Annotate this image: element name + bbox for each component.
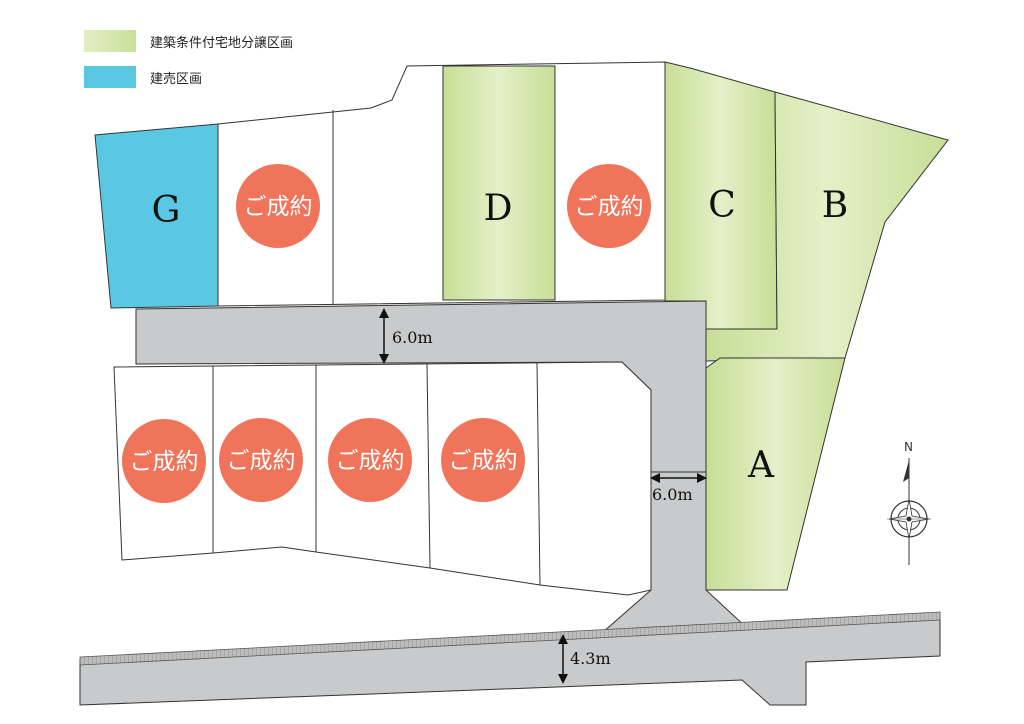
dimension-label: 6.0m: [652, 485, 693, 504]
sold-badge-text: ご成約: [244, 194, 313, 220]
dimension-upper-road: 6.0m: [379, 308, 433, 364]
dimensions: 6.0m 6.0m 4.3m: [379, 308, 707, 684]
lot-g: [94, 123, 219, 309]
sold-badge-circle: [122, 419, 206, 503]
sold-badge-circle: [219, 418, 303, 502]
compass-north-label: N: [904, 440, 913, 454]
legend-item-conditional: 建築条件付宅地分譲区画: [84, 30, 384, 52]
lot-label-d: D: [484, 188, 513, 229]
lot-d: [442, 65, 556, 301]
lot-divider-5: [536, 362, 541, 586]
compass-arrow-icon: [903, 460, 909, 482]
legend-item-ready-built: 建売区画: [84, 66, 384, 88]
legend-label-ready-built: 建売区画: [150, 72, 203, 87]
legend-swatch-ready-built: [84, 66, 136, 88]
compass: N: [887, 440, 931, 565]
legend-swatch-conditional: [84, 30, 136, 52]
sold-badge-text: ご成約: [449, 448, 518, 474]
upper-lots: [94, 61, 949, 591]
road-curb: [79, 611, 941, 666]
lot-label-g: G: [152, 190, 181, 231]
sold-badge-text: ご成約: [575, 194, 644, 220]
lot-labels: G D C B A: [152, 185, 849, 486]
road-main: [79, 615, 941, 706]
lot-label-b: B: [822, 185, 848, 226]
sold-badge-circle: [236, 164, 320, 248]
dimension-label: 6.0m: [392, 328, 433, 347]
sold-badge-circle: [567, 164, 651, 248]
legend-label-conditional: 建築条件付宅地分譲区画: [150, 36, 294, 51]
dimension-label: 4.3m: [570, 649, 611, 668]
lot-a: [705, 357, 846, 591]
lot-label-a: A: [747, 445, 775, 486]
dimension-main-road: 4.3m: [558, 634, 611, 684]
lot-label-c: C: [708, 185, 736, 226]
dimension-side-road: 6.0m: [650, 473, 707, 504]
sold-badge-text: ご成約: [336, 448, 405, 474]
sold-badges: ご成約 ご成約 ご成約 ご成約 ご成約 ご成約: [122, 164, 651, 503]
lot-divider-4: [426, 363, 431, 569]
sold-badge-text: ご成約: [130, 449, 199, 475]
sold-badge-text: ご成約: [227, 448, 296, 474]
sold-badge-circle: [441, 418, 525, 502]
sold-badge-circle: [328, 418, 412, 502]
roads: [79, 300, 941, 706]
